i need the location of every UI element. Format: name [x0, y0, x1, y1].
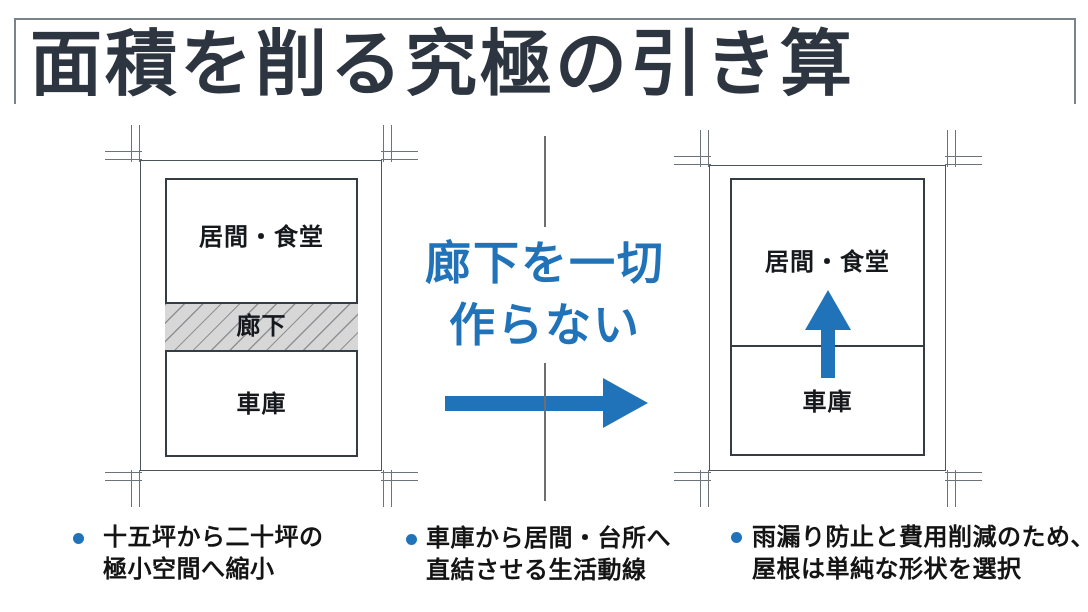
- arrow-up-head-icon: [805, 290, 851, 330]
- corridor-hatch: 廊下: [165, 302, 358, 352]
- corner-mark: [381, 125, 418, 162]
- room-label-living: 居間・食堂: [199, 224, 324, 251]
- bullet-2-line-2: 直結させる生活動線: [426, 557, 647, 584]
- bullet-text-1: 十五坪から二十坪の 極小空間へ縮小: [103, 522, 324, 586]
- bullet-1-line-2: 極小空間へ縮小: [103, 556, 275, 583]
- center-guideline: [544, 363, 546, 501]
- callout-line-1: 廊下を一切: [425, 237, 665, 289]
- arrow-up-icon: [821, 330, 835, 378]
- callout-line-2: 作らない: [449, 299, 641, 351]
- page-title: 面積を削る究極の引き算: [30, 25, 856, 105]
- callout-text: 廊下を一切 作らない: [385, 232, 705, 356]
- bullet-text-3: 雨漏り防止と費用削減のため、 屋根は単純な形状を選択: [752, 522, 1088, 586]
- bullet-dot: [73, 533, 84, 544]
- room-label-living: 居間・食堂: [765, 249, 890, 276]
- arrow-right-head-icon: [603, 378, 648, 428]
- bullet-dot: [731, 532, 742, 543]
- bullet-2-line-1: 車庫から居間・台所へ: [426, 525, 671, 552]
- center-guideline: [544, 136, 546, 227]
- bullet-dot: [406, 534, 417, 545]
- room-label-garage: 車庫: [802, 389, 853, 416]
- corner-mark: [381, 470, 418, 507]
- corner-mark: [945, 470, 982, 507]
- bullet-1-line-1: 十五坪から二十坪の: [103, 524, 324, 551]
- arrow-right-icon: [445, 396, 603, 411]
- room-label-corridor: 廊下: [236, 313, 287, 340]
- corner-mark: [674, 470, 711, 507]
- corner-mark: [105, 470, 142, 507]
- bullet-3-line-1: 雨漏り防止と費用削減のため、: [752, 524, 1088, 551]
- bullet-text-2: 車庫から居間・台所へ 直結させる生活動線: [426, 523, 671, 587]
- room-label-garage: 車庫: [236, 391, 287, 418]
- title-frame: [14, 18, 1076, 104]
- corner-mark: [674, 130, 711, 167]
- corner-mark: [105, 125, 142, 162]
- corner-mark: [945, 130, 982, 167]
- bullet-3-line-2: 屋根は単純な形状を選択: [752, 556, 1022, 583]
